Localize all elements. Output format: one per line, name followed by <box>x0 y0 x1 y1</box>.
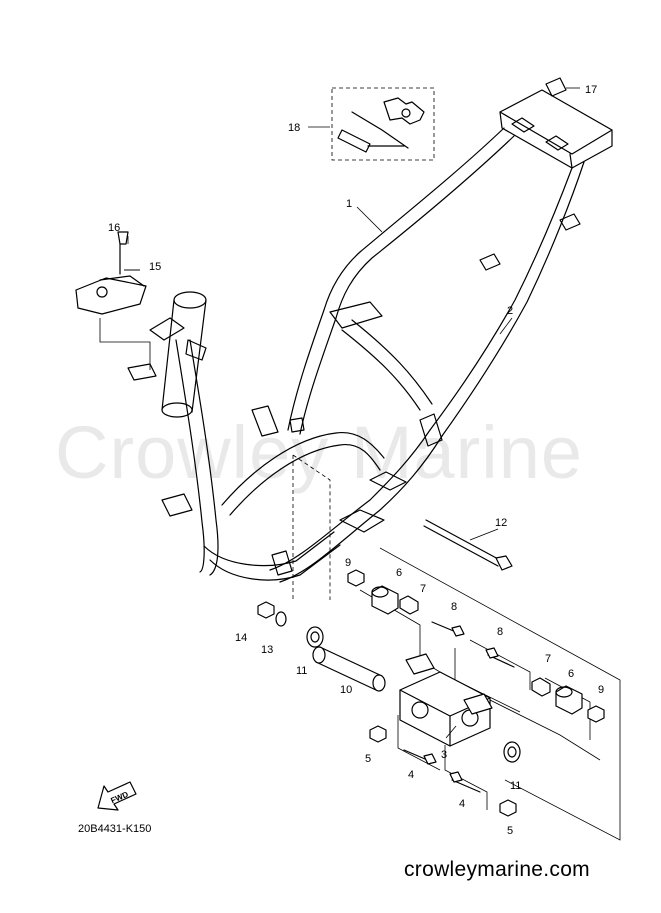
label-part <box>545 77 580 97</box>
head-pipe <box>149 291 219 576</box>
callout-13: 13 <box>261 644 273 656</box>
callout-7a: 7 <box>420 583 426 595</box>
bracket-assembly <box>75 231 157 381</box>
diagram-code: 20B4431-K150 <box>78 823 152 835</box>
callout-2: 2 <box>507 305 513 317</box>
callout-11b: 11 <box>510 780 521 792</box>
callout-8b: 8 <box>497 626 503 638</box>
callout-15: 15 <box>149 261 161 273</box>
callout-17: 17 <box>585 84 597 96</box>
callout-5b: 5 <box>507 825 513 837</box>
callout-9a: 9 <box>345 557 351 569</box>
engine-mount-assembly <box>257 454 621 841</box>
callout-7b: 7 <box>545 653 551 665</box>
callout-12: 12 <box>495 517 507 529</box>
callout-6a: 6 <box>396 567 402 579</box>
callout-16: 16 <box>108 222 120 234</box>
tool-kit-group <box>331 87 435 161</box>
website-link[interactable]: crowleymarine.com <box>404 858 590 881</box>
callout-1: 1 <box>346 198 352 210</box>
callout-6b: 6 <box>568 668 574 680</box>
callout-numbers: 1 2 3 4 4 5 5 6 6 7 7 8 8 9 9 10 11 11 1… <box>108 84 604 837</box>
callout-3: 3 <box>441 749 447 761</box>
callout-9b: 9 <box>598 684 604 696</box>
callout-5a: 5 <box>365 753 371 765</box>
callout-leaders <box>124 126 513 739</box>
fwd-arrow: FWD <box>97 781 137 811</box>
callout-14: 14 <box>235 632 247 644</box>
callout-18: 18 <box>288 122 300 134</box>
watermark-text: Crowley Marine <box>55 411 583 494</box>
callout-4b: 4 <box>459 798 465 810</box>
main-frame <box>203 89 613 583</box>
callout-11a: 11 <box>296 665 307 677</box>
callout-4a: 4 <box>408 769 414 781</box>
callout-8a: 8 <box>451 601 457 613</box>
callout-10: 10 <box>340 684 352 696</box>
